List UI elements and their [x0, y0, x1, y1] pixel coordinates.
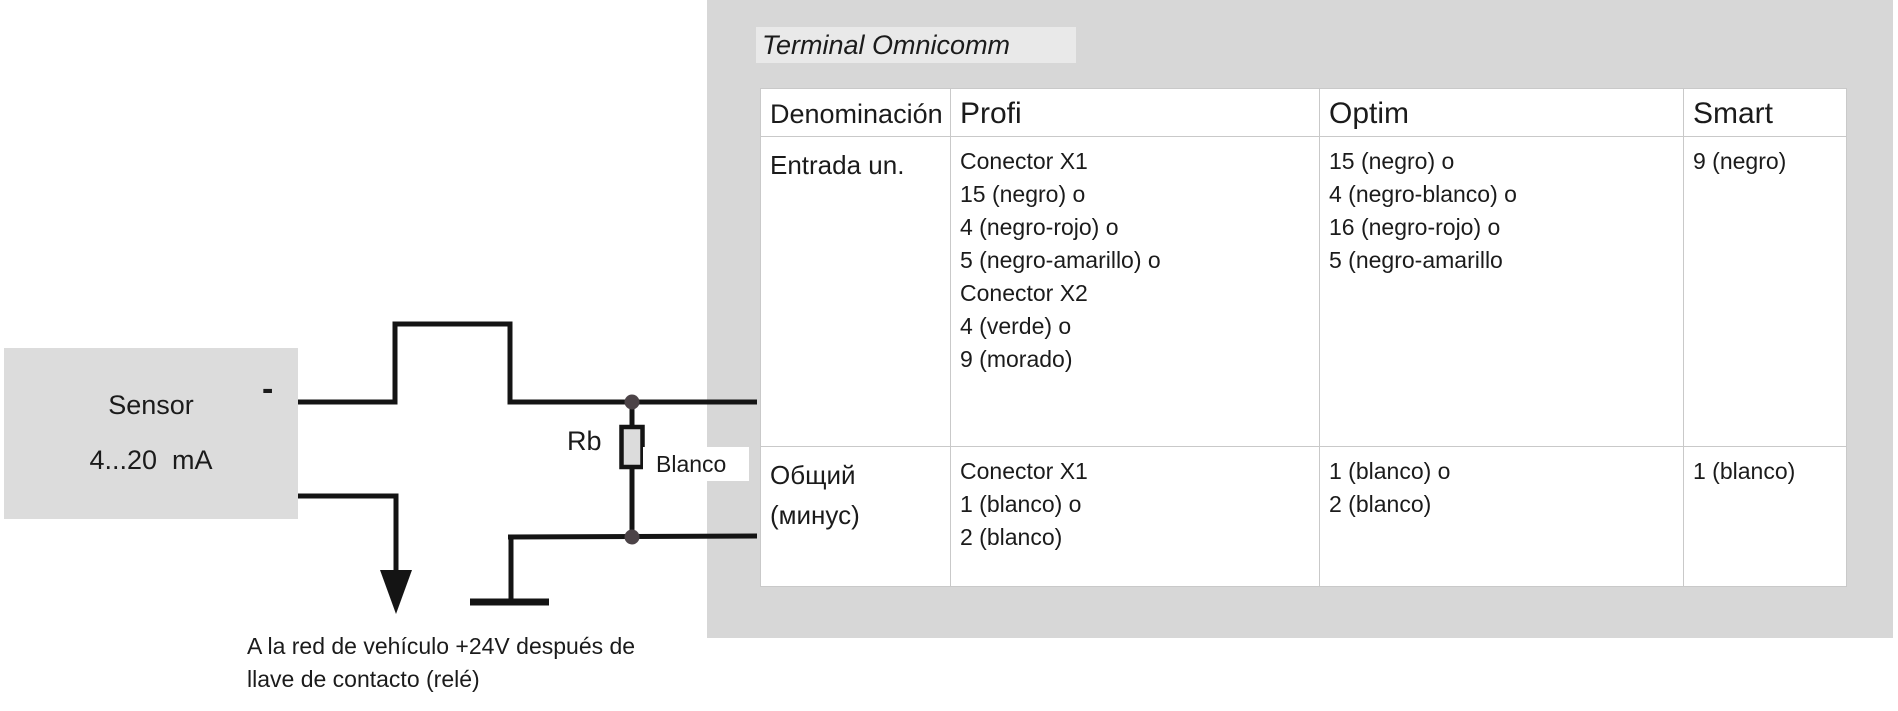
junction-dot-top — [624, 394, 640, 410]
junction-dot-bottom — [624, 529, 640, 545]
cell-line: 1 (blanco) o — [960, 491, 1082, 517]
cell-line: Conector X1 — [960, 148, 1088, 174]
cell-line: 9 (morado) — [960, 346, 1073, 372]
cell-line: Entrada un. — [770, 150, 905, 180]
cell-line: Conector X1 — [960, 458, 1088, 484]
cell-line: 16 (negro-rojo) o — [1329, 214, 1501, 240]
sensor-box: Sensor 4...20 mA — [4, 348, 298, 519]
table-cell-entrada-optim: 15 (negro) o 4 (negro-blanco) o 16 (negr… — [1320, 137, 1684, 447]
cell-line: 4 (negro-rojo) o — [960, 214, 1119, 240]
supply-caption-line1: A la red de vehículo +24V después de — [247, 633, 636, 659]
top-wire — [298, 321, 757, 405]
cell-line: 5 (negro-amarillo — [1329, 247, 1503, 273]
title-highlight — [756, 27, 1076, 63]
supply-caption-line2: llave de contacto (relé) — [247, 666, 480, 692]
cell-line: Общий — [770, 460, 856, 490]
header-profi: Profi — [951, 89, 1320, 137]
cell-line: (минус) — [770, 500, 860, 530]
panel-title: Terminal Omnicomm — [762, 30, 1011, 60]
resistor-symbol — [619, 424, 645, 470]
resistor-label: Rb — [567, 426, 602, 456]
table-cell-comun: Общий (минус) — [761, 447, 951, 587]
header-optim: Optim — [1320, 89, 1684, 137]
cell-line: 4 (negro-blanco) o — [1329, 181, 1517, 207]
table-cell-comun-profi: Conector X1 1 (blanco) o 2 (blanco) — [951, 447, 1320, 587]
supply-wire — [298, 493, 399, 574]
arrow-down-icon — [380, 570, 412, 614]
table-cell-comun-smart: 1 (blanco) — [1684, 447, 1847, 587]
cell-line: 2 (blanco) — [1329, 491, 1432, 517]
cell-line: Conector X2 — [960, 280, 1088, 306]
supply-caption: A la red de vehículo +24V después de lla… — [247, 630, 635, 696]
cell-line: 5 (negro-amarillo) o — [960, 247, 1161, 273]
header-denominacion: Denominación — [761, 89, 951, 137]
table-cell-entrada-profi: Conector X1 15 (negro) o 4 (negro-rojo) … — [951, 137, 1320, 447]
sensor-label: Sensor — [108, 390, 194, 420]
table-cell-entrada-smart: 9 (negro) — [1684, 137, 1847, 447]
cell-line: 1 (blanco) — [1693, 458, 1796, 484]
connections-table: Denominación Profi Optim Smart Entrada u… — [760, 88, 1847, 587]
cell-line: 2 (blanco) — [960, 524, 1063, 550]
table-cell-comun-optim: 1 (blanco) o 2 (blanco) — [1320, 447, 1684, 587]
table-cell-entrada: Entrada un. — [761, 137, 951, 447]
sensor-range-label: 4...20 mA — [89, 445, 213, 475]
header-smart: Smart — [1684, 89, 1847, 137]
cell-line: 15 (negro) o — [960, 181, 1086, 207]
cell-line: 4 (verde) o — [960, 313, 1072, 339]
cell-line: 9 (negro) — [1693, 148, 1787, 174]
wire-color-label: Blanco — [643, 447, 749, 481]
minus-sign: - — [262, 370, 274, 408]
cell-line: 1 (blanco) o — [1329, 458, 1451, 484]
cell-line: 15 (negro) o — [1329, 148, 1455, 174]
